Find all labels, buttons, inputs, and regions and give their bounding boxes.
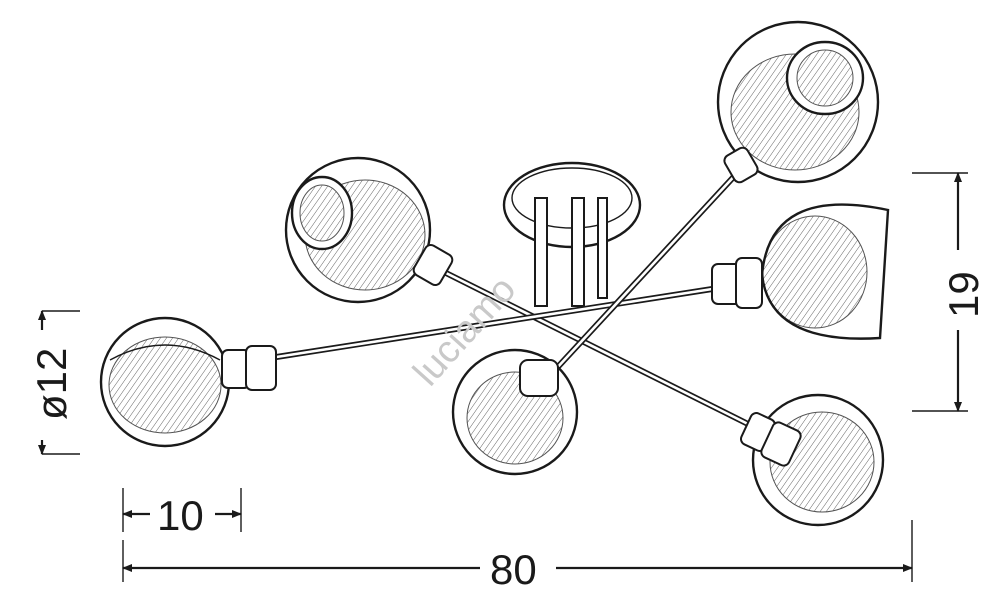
dimension-height: 19 [912,172,987,412]
ceiling-canopy [502,161,642,307]
globe-shade-left [99,316,277,448]
lamp-arms [267,167,763,433]
dimension-shade-width-label: 10 [157,492,204,539]
globe-shade-right [711,203,890,340]
globe-shade-upper-left [284,156,454,304]
dimension-shade-width: 10 [122,488,242,539]
globe-shade-center [451,348,579,476]
globe-shade-bottom-right [740,393,885,527]
dimension-total-width: 80 [122,520,913,593]
dimension-diameter-label: ø12 [28,348,75,420]
dimension-diameter: ø12 [28,310,80,455]
globe-shade-top-right [716,20,880,184]
dimension-height-label: 19 [940,271,987,318]
dimension-total-width-label: 80 [490,546,537,593]
